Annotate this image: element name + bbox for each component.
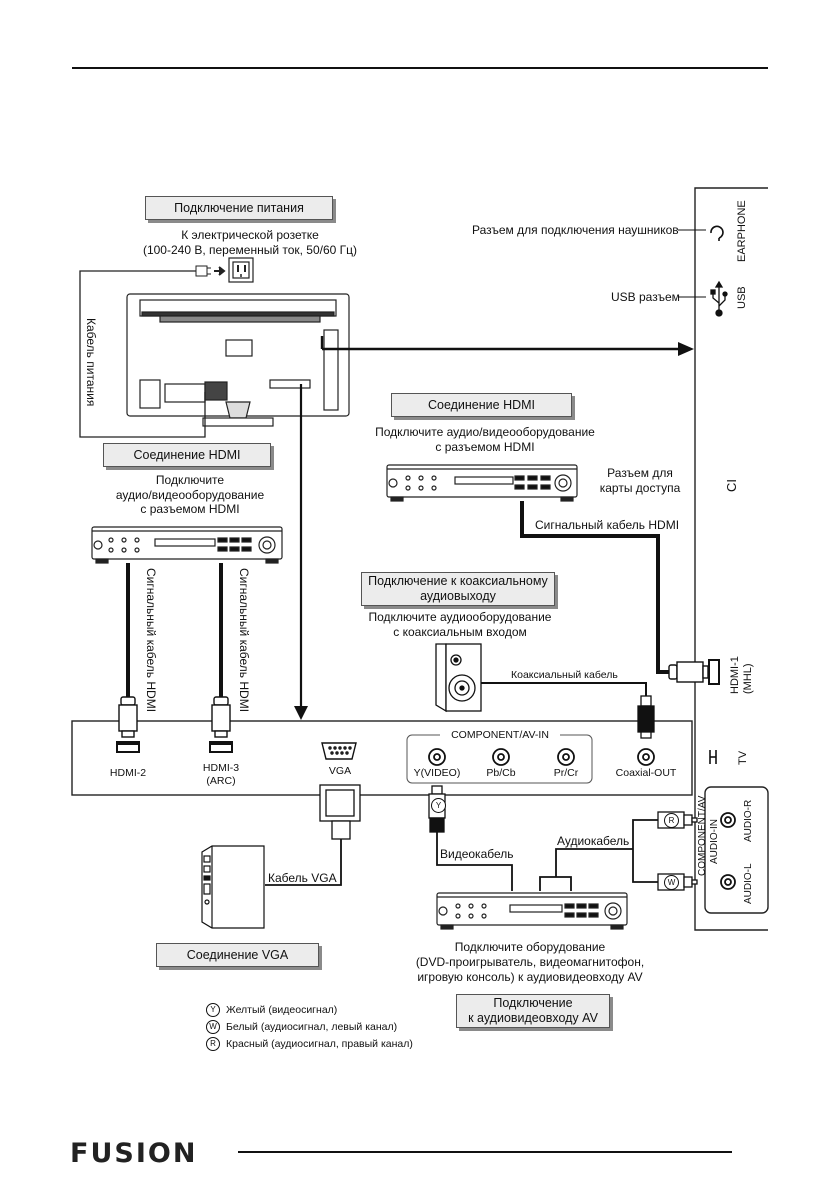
coaxial-desc-1: Подключите аудиооборудование <box>368 610 552 624</box>
hdmi-plug-2 <box>116 696 140 752</box>
usb-label: USB <box>736 286 748 309</box>
av-desc-2: (DVD-проигрыватель, видеомагнитофон, <box>415 955 645 969</box>
computer <box>201 845 265 929</box>
pb-label: Pb/Cb <box>486 767 516 779</box>
jack-hdmi-3 <box>209 743 233 753</box>
hdmi-right-desc-1: Подключите аудио/видеооборудование <box>375 425 595 439</box>
usb-icon <box>710 280 728 317</box>
jack-vga <box>321 742 357 760</box>
legend-y-mark: Y <box>206 1003 220 1017</box>
ci-desc-2: карты доступа <box>599 481 681 495</box>
dvd-player <box>436 892 628 930</box>
ci-label: CI <box>724 479 739 492</box>
hdmi-left-label: Соединение HDMI <box>103 443 271 467</box>
earphone-label: EARPHONE <box>736 200 748 262</box>
video-cable-label: Видеокабель <box>440 847 514 861</box>
vga-connection-label: Соединение VGA <box>156 943 319 967</box>
earphone-desc: Разъем для подключения наушников <box>472 223 679 237</box>
hdmi-plug-1 <box>668 659 720 685</box>
vga-label: VGA <box>328 765 352 777</box>
audio-r-label: AUDIO-R <box>743 799 754 842</box>
hdmi-cable-label-1: Сигнальный кабель HDMI <box>144 568 158 713</box>
av-receiver-right <box>386 464 578 502</box>
hdmi-left-desc-3: с разъемом HDMI <box>140 502 240 516</box>
component-title: COMPONENT/AV-IN <box>440 728 560 743</box>
coaxial-label-1: Подключение к коаксиальному <box>368 574 548 588</box>
hdmi-left-desc-2: аудио/видеооборудование <box>115 488 265 502</box>
outlet-desc-1: К электрической розетке <box>181 228 319 242</box>
video-plug-mark: Y <box>431 798 446 813</box>
earphone-icon <box>710 225 724 241</box>
av-connection-label: Подключение к аудиовидеовходу AV <box>456 994 610 1028</box>
power-connection-label: Подключение питания <box>145 196 333 220</box>
jack-hdmi-2 <box>116 743 140 753</box>
speaker <box>435 643 482 713</box>
outlet-desc-2: (100-240 В, переменный ток, 50/60 Гц) <box>142 243 358 257</box>
coaxial-desc-2: с коаксиальным входом <box>393 625 527 639</box>
audio-cable-label: Аудиокабель <box>557 834 630 848</box>
y-video-label: Y(VIDEO) <box>413 767 461 779</box>
power-cable-label: Кабель питания <box>84 318 98 407</box>
audio-l-label: AUDIO-L <box>743 863 754 904</box>
coaxial-label: Подключение к коаксиальному аудиовыходу <box>361 572 555 606</box>
legend-y-text: Желтый (видеосигнал) <box>226 1004 338 1016</box>
av-audio-in-label-1: COMPONENT/AV <box>697 795 708 876</box>
av-connection-label-1: Подключение <box>493 996 573 1010</box>
av-connection-label-2: к аудиовидеовходу AV <box>468 1011 598 1025</box>
hdmi-cable-label-2: Сигнальный кабель HDMI <box>237 568 251 713</box>
av-desc-3: игровую консоль) к аудиовидеовходу AV <box>417 970 643 984</box>
audio-r-plug-mark: R <box>664 813 679 828</box>
ci-desc-1: Разъем для <box>607 466 673 480</box>
tv-back <box>126 293 350 427</box>
coaxial-label-2: аудиовыходу <box>420 589 496 603</box>
legend-w-mark: W <box>206 1020 220 1034</box>
hdmi-1-mhl-label: (MHL) <box>742 663 754 694</box>
vga-plug <box>319 784 361 840</box>
fusion-logo: FUSION <box>70 1138 198 1169</box>
coaxial-cable-label: Коаксиальный кабель <box>511 669 618 681</box>
power-outlet <box>228 257 254 283</box>
av-receiver-left <box>91 526 283 564</box>
hdmi-right-desc-2: с разъемом HDMI <box>435 440 535 454</box>
legend-r-text: Красный (аудиосигнал, правый канал) <box>226 1038 413 1050</box>
vga-cable-label: Кабель VGA <box>268 871 337 885</box>
coax-out-label: Coaxial-OUT <box>615 767 677 779</box>
hdmi-right-label: Соединение HDMI <box>391 393 572 417</box>
legend-w-text: Белый (аудиосигнал, левый канал) <box>226 1021 398 1033</box>
av-desc-1: Подключите оборудование <box>454 940 606 954</box>
hdmi-1-label: HDMI-1 <box>729 656 741 694</box>
hdmi-3-label: HDMI-3 <box>202 762 240 774</box>
pr-label: Pr/Cr <box>553 767 579 779</box>
hdmi-plug-3 <box>209 696 233 752</box>
hdmi-3-arc-label: (ARC) <box>206 775 236 787</box>
coax-plug <box>637 695 655 739</box>
hdmi-right-cable-label: Сигнальный кабель HDMI <box>535 518 680 532</box>
usb-desc: USB разъем <box>611 290 680 304</box>
tv-label: TV <box>737 750 749 765</box>
legend-r-mark: R <box>206 1037 220 1051</box>
hdmi-2-label: HDMI-2 <box>109 767 147 779</box>
antenna-icon <box>709 750 717 764</box>
hdmi-left-desc-1: Подключите <box>155 473 225 487</box>
av-audio-in-label-2: AUDIO-IN <box>709 819 720 864</box>
audio-w-plug-mark: W <box>664 875 679 890</box>
